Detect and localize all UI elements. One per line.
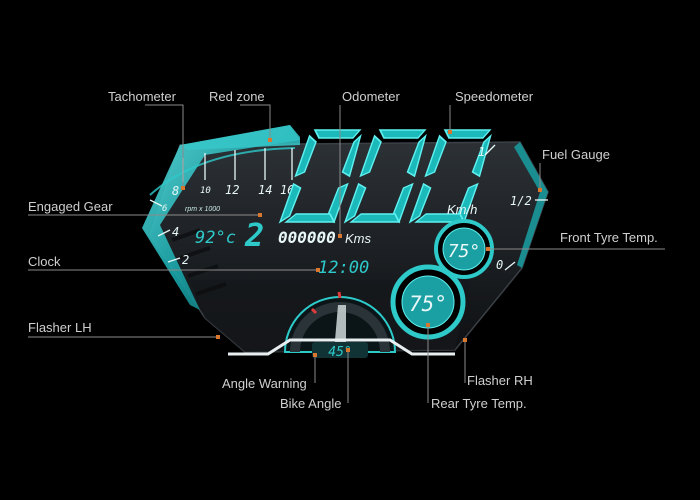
- label-bike-angle: Bike Angle: [280, 396, 342, 411]
- label-speedometer: Speedometer: [455, 89, 534, 104]
- tach-tick-6: 6: [162, 204, 167, 214]
- dashboard-right-edge: [514, 142, 548, 268]
- label-flasher-lh: Flasher LH: [28, 320, 92, 335]
- fuel-tick-full: 1: [478, 145, 485, 159]
- angle-warning-marks: [310, 291, 342, 315]
- tach-tick-4: 4: [172, 225, 179, 239]
- label-red-zone: Red zone: [209, 89, 265, 104]
- tach-tick-8: 8: [172, 184, 179, 198]
- engaged-gear-value: 2: [244, 216, 264, 254]
- odometer-unit: Kms: [345, 231, 372, 246]
- visor-stripes: [171, 228, 227, 296]
- tachometer-tick-labels: 8 10 12 14 16 6 4 2: [162, 183, 294, 267]
- label-odometer: Odometer: [342, 89, 400, 104]
- tach-tick-2: 2: [182, 253, 189, 267]
- bottom-chrome-trim: [228, 338, 455, 356]
- tach-tick-12: 12: [225, 183, 239, 197]
- bike-angle-value: 45°: [328, 345, 351, 360]
- leader-lines: [28, 104, 665, 403]
- speed-value: 000: [0, 0, 2, 1]
- label-flasher-rh: Flasher RH: [467, 373, 533, 388]
- label-fuel-gauge: Fuel Gauge: [542, 147, 610, 162]
- clock-value: 12:00: [318, 258, 369, 278]
- leader-red-zone: [240, 104, 271, 140]
- front-tyre-temp-value: 75°: [448, 241, 481, 262]
- engine-temp: 92°c: [195, 228, 236, 248]
- tach-left-tick-marks: [149, 199, 181, 263]
- label-rear-tyre-temp: Rear Tyre Temp.: [431, 396, 527, 411]
- label-angle-warning: Angle Warning: [222, 376, 307, 391]
- label-engaged-gear: Engaged Gear: [28, 199, 113, 214]
- rpm-unit: rpm x 1000: [185, 206, 220, 213]
- dashboard-visor: [142, 125, 300, 310]
- label-clock: Clock: [28, 254, 61, 269]
- tachometer-arc: [149, 147, 296, 196]
- rear-tyre-temp-value: 75°: [409, 292, 447, 316]
- leader-markers: [181, 130, 542, 357]
- speed-unit: Km/h: [447, 202, 477, 217]
- fuel-gauge-ticks: [484, 144, 548, 271]
- fuel-tick-empty: 0: [496, 258, 503, 272]
- tach-tick-10: 10: [200, 186, 211, 196]
- label-tachometer: Tachometer: [108, 89, 176, 104]
- rear-tyre-temp-gauge: 75°: [390, 264, 466, 340]
- speedometer-digits-outline: [278, 129, 492, 224]
- fuel-gauge-labels: 1 1/2 0: [478, 145, 532, 272]
- label-front-tyre-temp: Front Tyre Temp.: [560, 230, 658, 245]
- fuel-tick-half: 1/2: [510, 194, 532, 208]
- front-tyre-temp-gauge: 75°: [434, 219, 494, 279]
- tach-tick-14: 14: [258, 183, 272, 197]
- leader-tachometer: [145, 104, 184, 188]
- odometer-value: 000000: [278, 228, 336, 247]
